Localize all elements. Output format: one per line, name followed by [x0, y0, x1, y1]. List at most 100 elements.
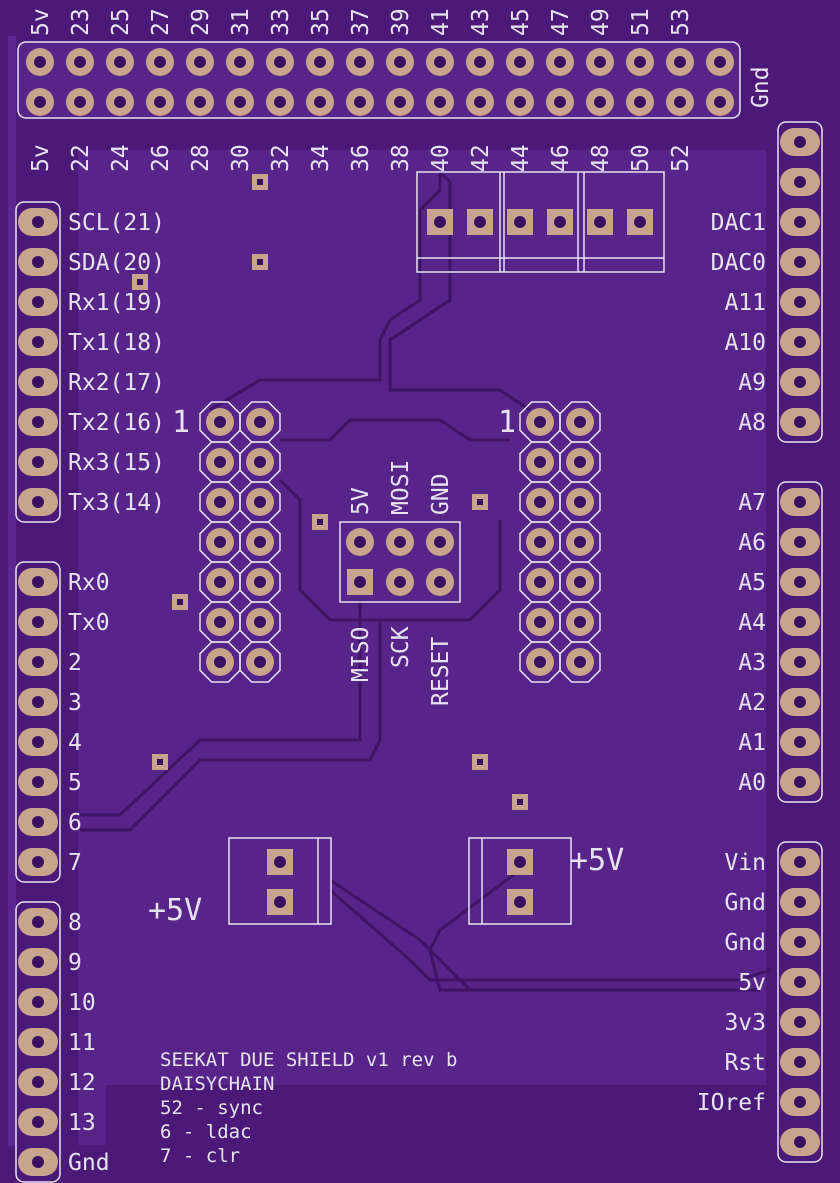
bottom-pin-label: 42	[468, 144, 494, 172]
right-pin-label: IOref	[697, 1090, 766, 1116]
top-pad-even	[146, 88, 174, 116]
left-pin-label: 13	[68, 1110, 96, 1136]
top-pin-label: 29	[188, 8, 214, 36]
right-header-pads	[777, 121, 823, 1163]
right-header-pad	[780, 328, 820, 356]
header-pad	[519, 561, 561, 603]
right-header-pad	[780, 1088, 820, 1116]
icsp-label-gnd: GND	[428, 473, 454, 515]
right-header-pad	[780, 608, 820, 636]
header-pad	[519, 481, 561, 523]
ldac-note: 6 - ldac	[160, 1121, 252, 1143]
header-pad	[199, 641, 241, 683]
top-pad-even	[466, 88, 494, 116]
icsp-label-reset: RESET	[428, 637, 454, 706]
left-pin-label: 9	[68, 950, 82, 976]
header-pad	[559, 401, 601, 443]
top-pad-odd	[226, 48, 254, 76]
right-pin-label: A2	[738, 690, 766, 716]
left-header-pad	[18, 1068, 58, 1096]
right-header-pad	[780, 648, 820, 676]
left-pin-label: 2	[68, 650, 82, 676]
terminal-pad	[427, 209, 453, 235]
right-pin-label: 3v3	[724, 1010, 766, 1036]
right-2x7-header	[519, 401, 601, 683]
bottom-pin-label: 36	[348, 144, 374, 172]
ground-pour	[78, 150, 766, 1085]
left-header-pad	[18, 1108, 58, 1136]
icsp-label-5v: 5V	[348, 487, 374, 515]
right-header-pad	[780, 208, 820, 236]
power-pad	[267, 849, 293, 875]
power-pad	[267, 889, 293, 915]
terminal-block	[416, 171, 665, 273]
via	[252, 254, 268, 270]
left-header-pad	[18, 768, 58, 796]
top-pad-odd	[426, 48, 454, 76]
right-header-pad	[780, 1128, 820, 1156]
left-header-pad	[18, 368, 58, 396]
top-pin-label: 25	[108, 8, 134, 36]
left-header-pad	[18, 688, 58, 716]
bottom-pin-label: 26	[148, 144, 174, 172]
bottom-pin-label: 50	[628, 144, 654, 172]
right-pin-label: A6	[738, 530, 766, 556]
left-header-pad	[18, 448, 58, 476]
board-title-note: SEEKAT DUE SHIELD v1 rev b	[160, 1049, 457, 1071]
top-pin-label: 31	[228, 8, 254, 36]
top-pin-label: 27	[148, 8, 174, 36]
bottom-pin-label: 52	[668, 144, 694, 172]
top-pad-odd	[506, 48, 534, 76]
header-pad	[239, 561, 281, 603]
left-pin-label: 12	[68, 1070, 96, 1096]
bottom-pin-label: 22	[68, 144, 94, 172]
top-pad-odd	[66, 48, 94, 76]
top-pad-odd	[546, 48, 574, 76]
right-header-pad	[780, 528, 820, 556]
top-pin-label: 45	[508, 8, 534, 36]
header-pad	[199, 561, 241, 603]
top-pad-even	[306, 88, 334, 116]
left-pin-label: 3	[68, 690, 82, 716]
right-pin-label: A1	[738, 730, 766, 756]
via	[472, 754, 488, 770]
icsp-pad-miso	[347, 569, 373, 595]
left-pin-label: Rx3(15)	[68, 450, 165, 476]
top-pin-label: 35	[308, 8, 334, 36]
top-pad-odd	[106, 48, 134, 76]
left-pin-label: 5	[68, 770, 82, 796]
right-header-pad	[780, 728, 820, 756]
right-pin-label: 5v	[738, 970, 766, 996]
left-pin-label: SDA(20)	[68, 250, 165, 276]
icsp-pad-sck	[386, 568, 414, 596]
via	[152, 754, 168, 770]
right-pin-label: A0	[738, 770, 766, 796]
left-pin-label: 4	[68, 730, 82, 756]
right-header-pad	[780, 1008, 820, 1036]
top-pad-even	[546, 88, 574, 116]
top-pad-odd	[586, 48, 614, 76]
top-pad-even	[346, 88, 374, 116]
header-pad	[199, 441, 241, 483]
power-pad	[507, 849, 533, 875]
header-pad	[559, 641, 601, 683]
bottom-pin-label: 44	[508, 144, 534, 172]
right-header-pad	[780, 1048, 820, 1076]
top-pad-odd	[26, 48, 54, 76]
header-pad	[519, 601, 561, 643]
icsp-header	[339, 521, 461, 603]
left-header-pad	[18, 728, 58, 756]
header-pad	[559, 521, 601, 563]
right-header-pad	[780, 888, 820, 916]
left-header-pad	[18, 608, 58, 636]
right-header-pad	[780, 368, 820, 396]
top-pin-label: 41	[428, 8, 454, 36]
top-pad-even	[186, 88, 214, 116]
top-pad-odd	[186, 48, 214, 76]
top-pin-label: 39	[388, 8, 414, 36]
header-pad	[519, 521, 561, 563]
header-pad	[239, 641, 281, 683]
right-pin-label: A8	[738, 410, 766, 436]
left-pin-label: Rx2(17)	[68, 370, 165, 396]
